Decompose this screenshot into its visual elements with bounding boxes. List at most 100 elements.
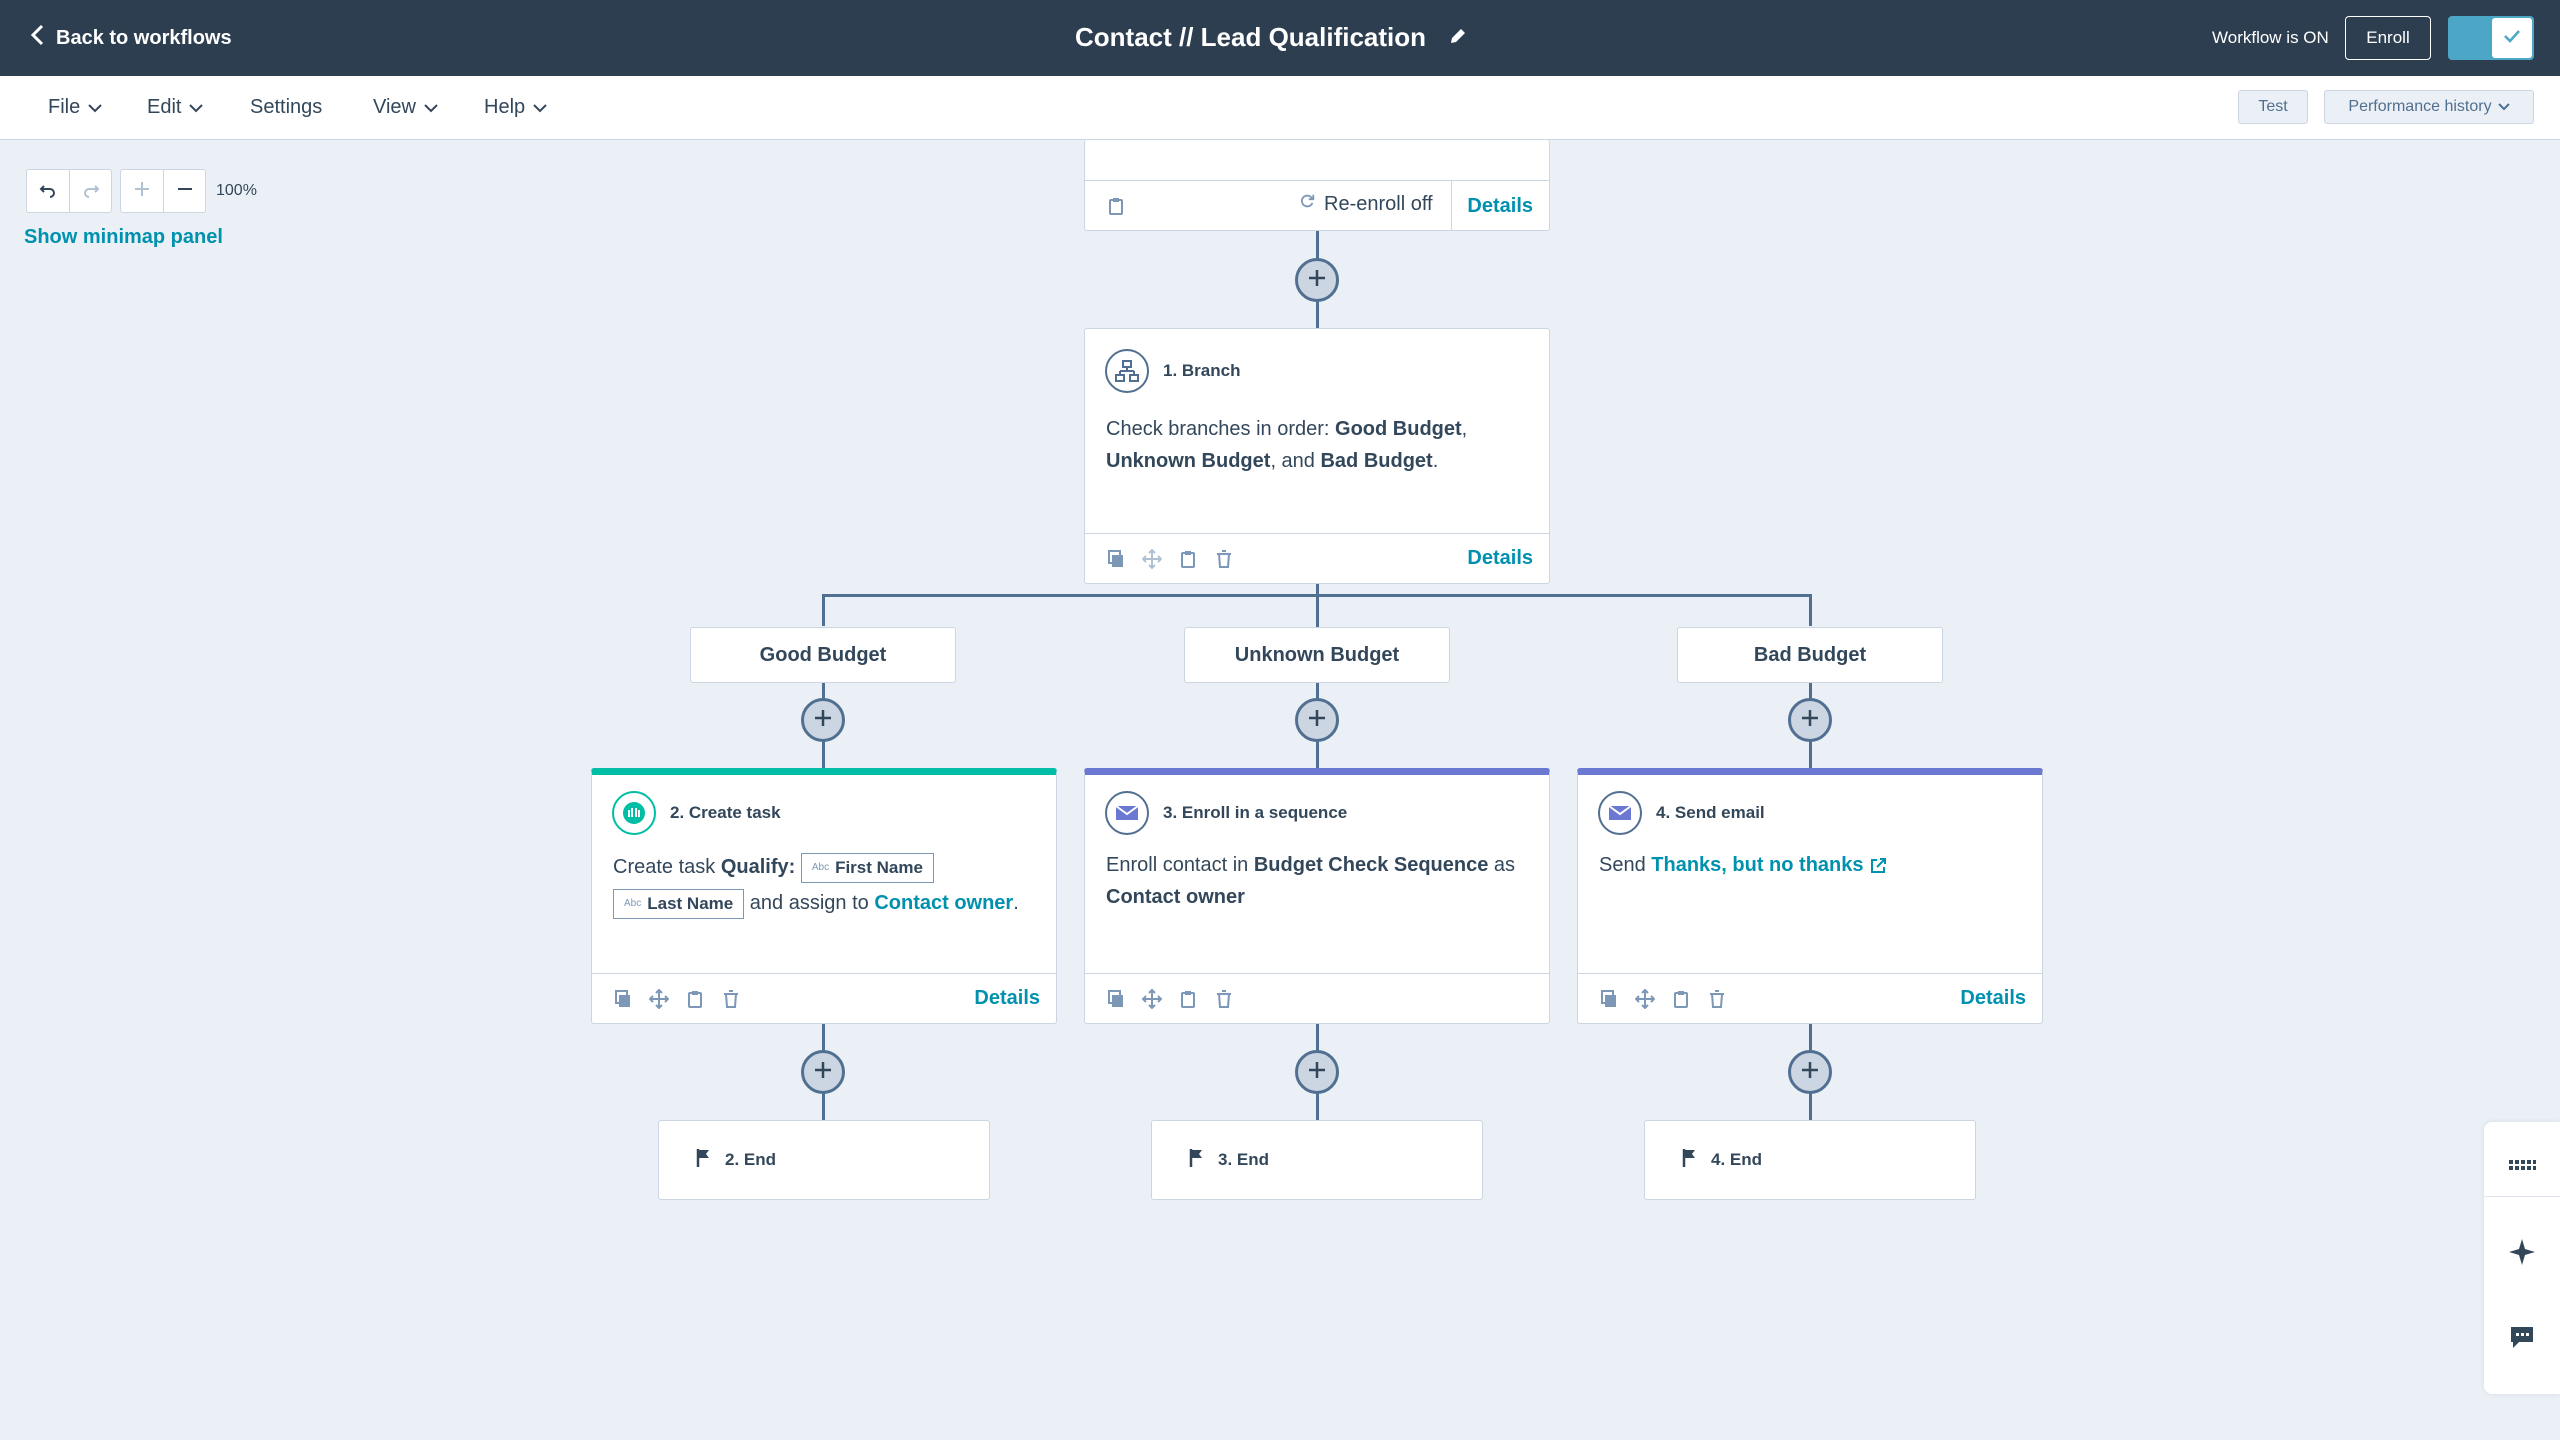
contact-owner-link[interactable]: Contact owner [874,892,1014,914]
add-action-button[interactable] [801,1050,845,1094]
add-action-button[interactable] [1295,698,1339,742]
zoom-in-button[interactable] [121,170,163,212]
add-action-button[interactable] [1295,258,1339,302]
workflow-on-toggle[interactable] [2448,16,2534,60]
menu-view[interactable]: View [373,96,438,119]
copy-icon[interactable] [1598,988,1620,1010]
sequence-label: 3. Enroll in a sequence [1163,803,1348,822]
redo-button[interactable] [69,170,111,212]
flag-icon [1188,1147,1206,1174]
check-icon [2503,29,2521,48]
end-node[interactable]: 2. End [658,1120,990,1200]
add-action-button[interactable] [801,698,845,742]
clipboard-icon[interactable] [1670,988,1692,1010]
undo-button[interactable] [27,170,69,212]
test-button[interactable]: Test [2238,90,2308,124]
branch-bad-budget[interactable]: Bad Budget [1677,627,1943,683]
add-action-button[interactable] [1295,1050,1339,1094]
task-label: 2. Create task [670,803,781,822]
zoom-group [120,169,206,213]
clipboard-icon[interactable] [1105,195,1127,217]
keyboard-shortcuts-button[interactable] [2484,1122,2560,1212]
card-header: 3. Enroll in a sequence [1105,791,1347,835]
connector-line [822,594,825,626]
trigger-card: Re-enroll off Details [1084,140,1550,231]
show-minimap-link[interactable]: Show minimap panel [24,226,223,248]
move-icon[interactable] [648,988,670,1010]
comments-button[interactable] [2484,1294,2560,1384]
refresh-icon [1298,192,1316,216]
zoom-level: 100% [216,182,257,199]
minus-icon [176,180,194,203]
plus-icon [1307,268,1327,293]
branch-icon [1105,349,1149,393]
copy-icon[interactable] [612,988,634,1010]
menu-file[interactable]: File [48,96,102,119]
end-node[interactable]: 4. End [1644,1120,1976,1200]
card-footer: Details [1085,533,1549,583]
add-action-button[interactable] [1788,1050,1832,1094]
menu-help-label: Help [484,96,526,118]
copy-icon[interactable] [1105,988,1127,1010]
pencil-icon[interactable] [1448,22,1468,53]
menu-edit[interactable]: Edit [147,96,204,119]
branch-unknown-budget[interactable]: Unknown Budget [1184,627,1450,683]
plus-icon [813,1060,833,1085]
envelope-icon [1598,791,1642,835]
menu-settings-label: Settings [250,96,323,118]
back-to-workflows-link[interactable]: Back to workflows [30,24,232,52]
workflow-title-group: Contact // Lead Qualification [1075,22,1468,53]
add-action-button[interactable] [1788,698,1832,742]
side-tools-panel [2484,1122,2560,1394]
clipboard-icon[interactable] [1177,548,1199,570]
menu-help[interactable]: Help [484,96,547,119]
zoom-out-button[interactable] [163,170,205,212]
trash-icon[interactable] [1706,988,1728,1010]
email-description: Send Thanks, but no thanks [1599,849,2022,881]
sparkle-icon [2507,1237,2537,1272]
ai-assistant-button[interactable] [2484,1209,2560,1299]
flag-icon [1681,1147,1699,1174]
email-details-link[interactable]: Details [1960,987,2026,1009]
connector-line [1809,594,1812,626]
external-link-icon[interactable] [1869,854,1887,876]
trash-icon[interactable] [1213,988,1235,1010]
reenroll-status: Re-enroll off [1298,192,1433,216]
menu-file-label: File [48,96,81,118]
branch-card[interactable]: 1. Branch Check branches in order: Good … [1084,328,1550,584]
task-icon [612,791,656,835]
back-label: Back to workflows [56,26,232,49]
workflow-title: Contact // Lead Qualification [1075,22,1427,52]
plus-icon [1307,708,1327,733]
move-icon[interactable] [1141,988,1163,1010]
trigger-details-link[interactable]: Details [1467,195,1533,217]
branch-details-link[interactable]: Details [1467,547,1533,569]
menu-edit-label: Edit [147,96,182,118]
plus-icon [1307,1060,1327,1085]
move-icon[interactable] [1634,988,1656,1010]
flag-icon [695,1147,713,1174]
branch-good-budget[interactable]: Good Budget [690,627,956,683]
trash-icon[interactable] [1213,548,1235,570]
card-header: 1. Branch [1105,349,1240,393]
task-details-link[interactable]: Details [974,987,1040,1009]
top-bar: Back to workflows Contact // Lead Qualif… [0,0,2560,76]
send-email-card[interactable]: 4. Send email Send Thanks, but no thanks… [1577,768,2043,1024]
move-icon[interactable] [1141,548,1163,570]
email-link[interactable]: Thanks, but no thanks [1651,854,1864,876]
card-header: 4. Send email [1598,791,1765,835]
clipboard-icon[interactable] [684,988,706,1010]
end-node[interactable]: 3. End [1151,1120,1483,1200]
enroll-button[interactable]: Enroll [2345,16,2431,60]
copy-icon[interactable] [1105,548,1127,570]
menu-settings[interactable]: Settings [250,96,322,119]
card-footer [1085,973,1549,1023]
clipboard-icon[interactable] [1177,988,1199,1010]
connector-line [822,594,1812,597]
enroll-sequence-card[interactable]: 3. Enroll in a sequence Enroll contact i… [1084,768,1550,1024]
performance-history-button[interactable]: Performance history [2324,90,2534,124]
trash-icon[interactable] [720,988,742,1010]
